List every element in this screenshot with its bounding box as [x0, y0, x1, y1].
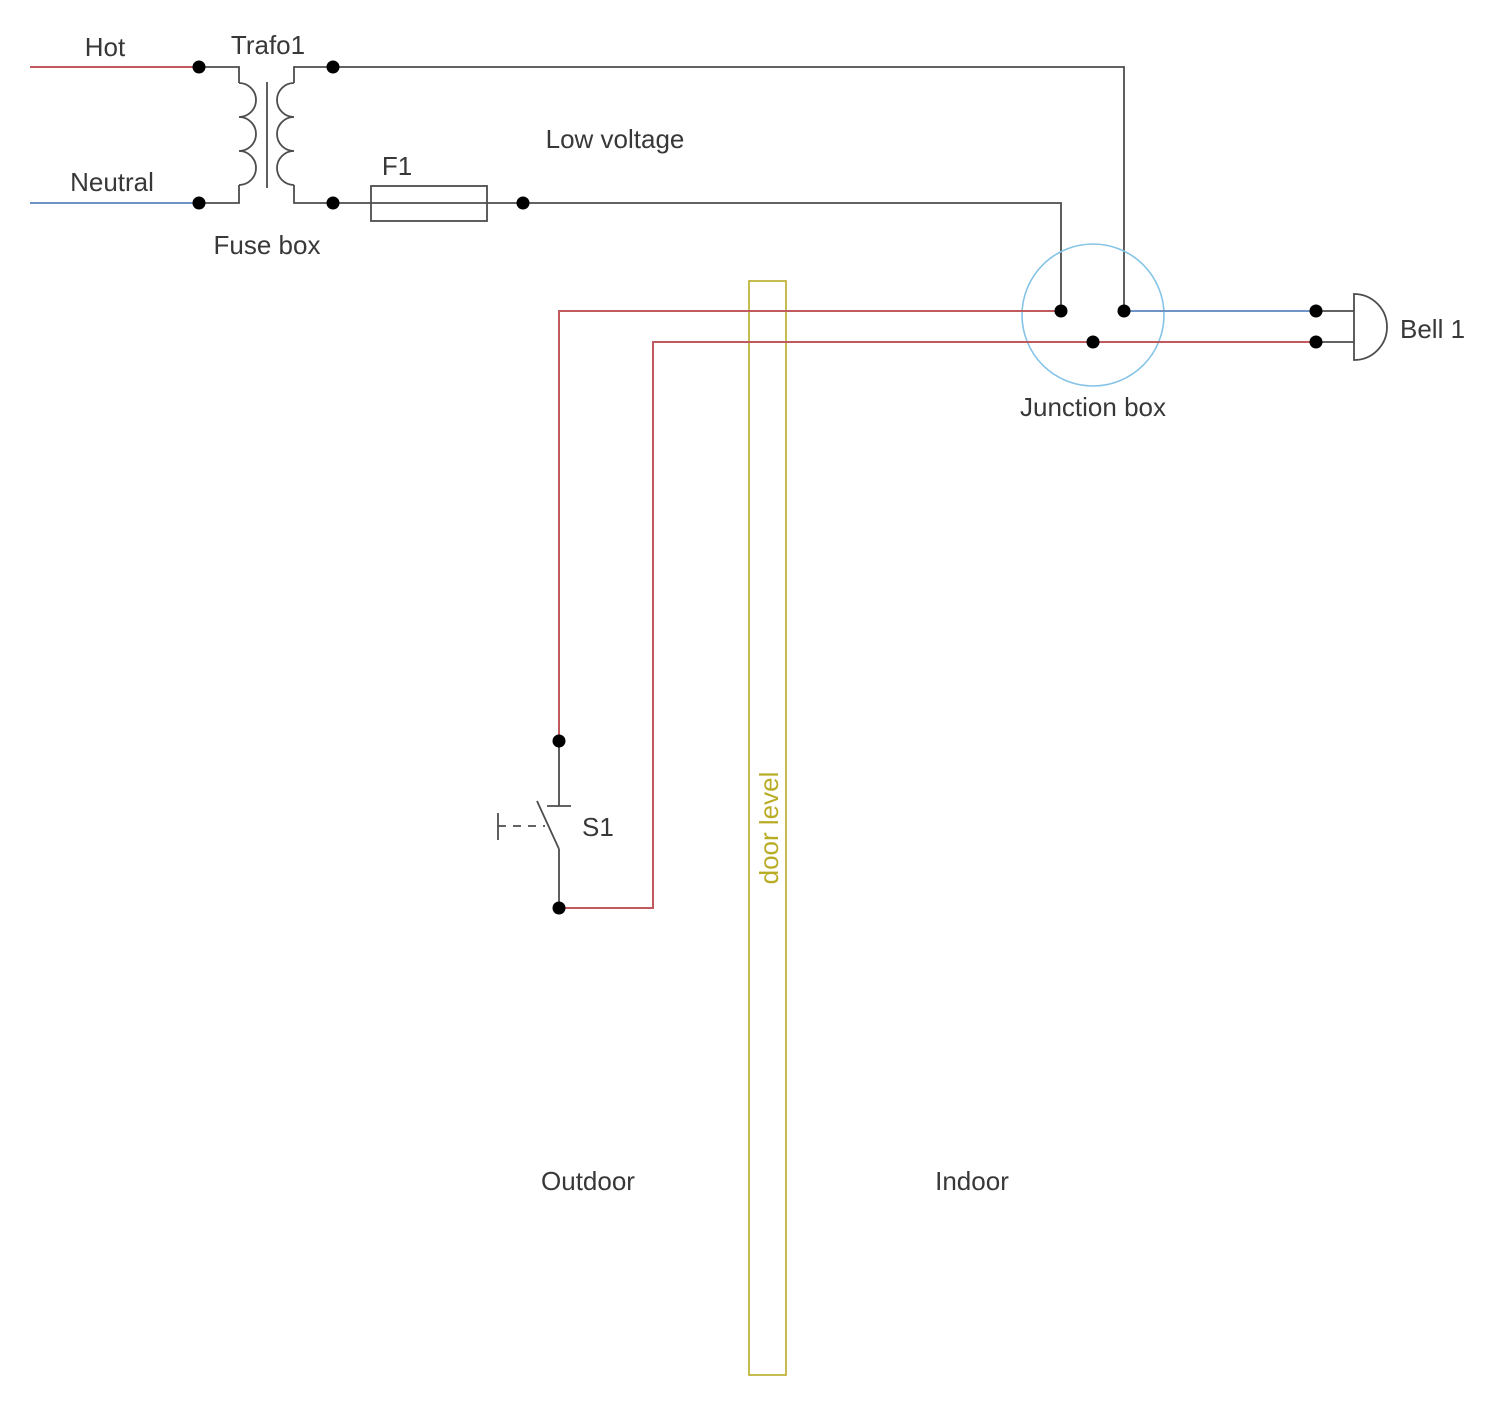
transformer-trafo1 — [199, 66, 333, 204]
dot-switch-bottom — [552, 901, 566, 915]
door-level-label: door level — [754, 772, 784, 885]
dot-switch-top — [552, 734, 566, 748]
switch-label: S1 — [582, 812, 614, 842]
fuse-f1-body — [370, 185, 488, 222]
fuse-label: F1 — [382, 151, 412, 181]
transformer-secondary-lead-bottom — [293, 185, 333, 204]
transformer-secondary-coil — [276, 82, 295, 186]
dot-neutral-primary — [192, 196, 206, 210]
dot-bell-top — [1309, 304, 1323, 318]
transformer-primary-lead-top — [199, 66, 240, 83]
fuse-box-label: Fuse box — [214, 230, 321, 260]
junction-box-circle — [1021, 243, 1165, 387]
transformer-primary-lead-bottom — [199, 185, 240, 204]
low-voltage-label: Low voltage — [546, 124, 685, 154]
bell-body — [1353, 293, 1388, 361]
door-level-rect — [748, 280, 787, 1376]
junction-box-label: Junction box — [1020, 392, 1166, 422]
low-voltage-bottom-wire — [333, 202, 1062, 311]
connection-dots — [192, 60, 1323, 915]
dot-junction-bottom — [1086, 335, 1100, 349]
door-level-bar: door level — [748, 280, 787, 1376]
low-voltage-top-wire — [333, 66, 1125, 311]
switch-s1 — [497, 741, 571, 908]
transformer-label: Trafo1 — [231, 30, 305, 60]
transformer-secondary-lead-top — [293, 66, 333, 83]
dot-secondary-bottom — [326, 196, 340, 210]
switch-lever — [536, 800, 560, 850]
dot-junction-right — [1117, 304, 1131, 318]
outdoor-label: Outdoor — [541, 1166, 635, 1196]
dot-secondary-top — [326, 60, 340, 74]
bell-label: Bell 1 — [1400, 314, 1465, 344]
transformer-primary-coil — [238, 82, 257, 186]
switch-feed-wire — [558, 310, 1061, 741]
dot-fuse-out — [516, 196, 530, 210]
dot-bell-bottom — [1309, 335, 1323, 349]
neutral-label: Neutral — [70, 167, 154, 197]
dot-junction-left — [1054, 304, 1068, 318]
switch-return-wire — [559, 341, 1316, 909]
dot-hot-primary — [192, 60, 206, 74]
hot-label: Hot — [85, 32, 126, 62]
indoor-label: Indoor — [935, 1166, 1009, 1196]
bell-symbol — [1316, 293, 1388, 361]
